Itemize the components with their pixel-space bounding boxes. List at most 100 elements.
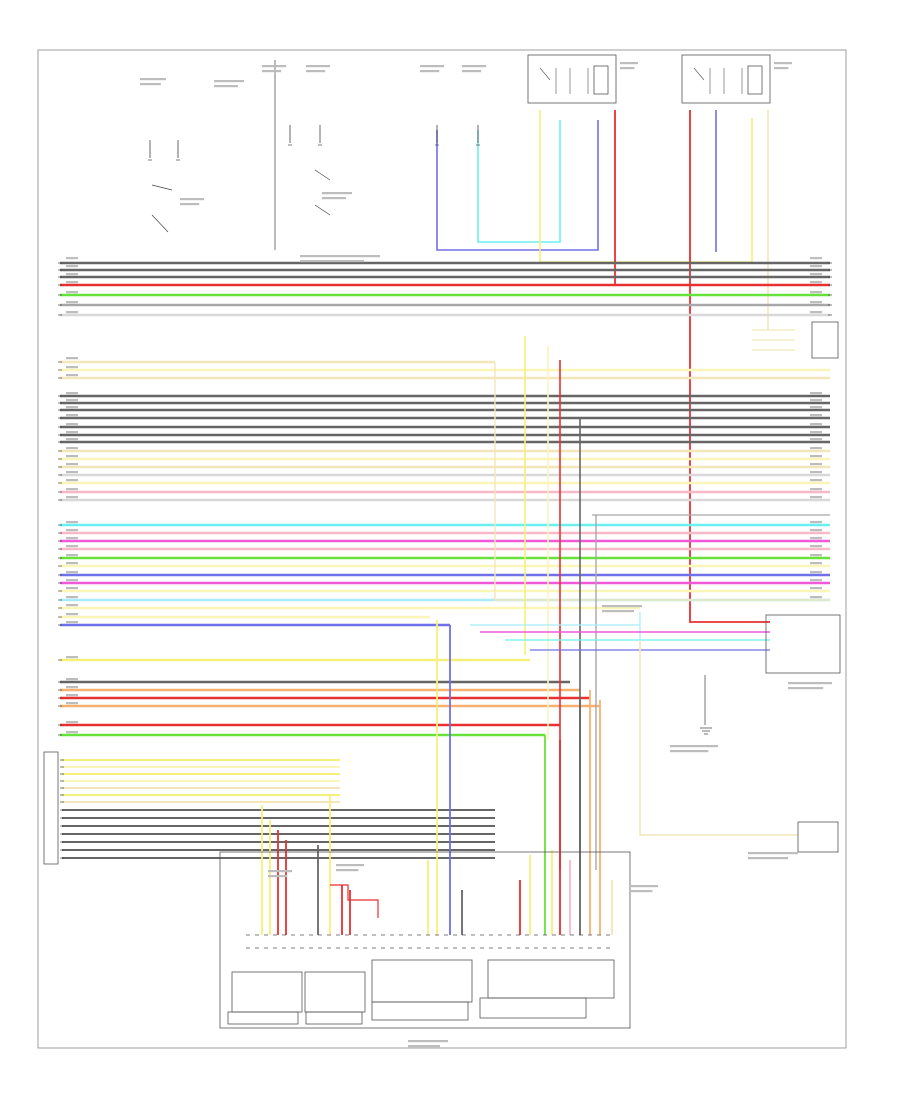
- wire-code-left: [66, 521, 78, 524]
- wire-code-left: [66, 311, 78, 314]
- wire-code-left: [66, 392, 78, 395]
- wire-code-right: [810, 521, 822, 524]
- wire-code-right: [810, 311, 822, 314]
- component-label: [300, 255, 380, 258]
- left-lower-connector: [43, 751, 59, 865]
- wire-code-left: [66, 414, 78, 417]
- component-label: [620, 62, 638, 65]
- bottom-sub-3: [371, 959, 473, 1003]
- relay-box-left: [527, 54, 617, 104]
- wire-code-left: [66, 455, 78, 458]
- wire-code-left: [66, 399, 78, 402]
- component-label: [774, 62, 792, 65]
- wire-code-right: [810, 463, 822, 466]
- wire-code-left: [66, 431, 78, 434]
- wire-code-left: [66, 291, 78, 294]
- component-label: [670, 750, 709, 753]
- wire-code-left: [66, 587, 78, 590]
- bottom-enclosure: [219, 851, 631, 1029]
- component-label: [748, 857, 788, 860]
- wire-code-right: [810, 479, 822, 482]
- bottom-module-3: [371, 1001, 469, 1021]
- component-label: [788, 687, 824, 690]
- wire-code-left: [66, 702, 78, 705]
- wire-code-left: [66, 562, 78, 565]
- relay-coil-left: [593, 65, 609, 95]
- wire-code-right: [810, 273, 822, 276]
- wire-code-right: [810, 399, 822, 402]
- wire-code-left: [66, 447, 78, 450]
- component-label: [262, 65, 286, 68]
- wire-code-left: [66, 281, 78, 284]
- component-label: [262, 70, 282, 73]
- wire-cream-loop: [494, 362, 830, 601]
- wire-code-left: [66, 496, 78, 499]
- component-label: [408, 1045, 440, 1048]
- wire-code-right: [810, 281, 822, 284]
- bottom-module-1: [227, 1011, 299, 1025]
- wire-code-right: [810, 423, 822, 426]
- relay-contacts-left: [539, 67, 589, 94]
- component-label: [630, 885, 658, 888]
- wire-code-right: [810, 579, 822, 582]
- sensor-unit-right: [797, 821, 839, 853]
- wire-code-right: [810, 265, 822, 268]
- component-label: [602, 610, 634, 613]
- component-label: [300, 260, 364, 263]
- bottom-sub-2: [304, 971, 366, 1013]
- control-module-right: [765, 614, 841, 674]
- wire-code-right: [810, 301, 822, 304]
- wire-blue-top: [436, 120, 599, 251]
- bottom-sub-1: [231, 971, 303, 1013]
- wire-code-right: [810, 545, 822, 548]
- bottom-module-2: [305, 1011, 363, 1025]
- component-label: [748, 852, 798, 855]
- wire-code-left: [66, 721, 78, 724]
- wire-code-right: [810, 291, 822, 294]
- component-label: [140, 83, 161, 86]
- component-label: [602, 605, 642, 608]
- component-label: [180, 203, 200, 206]
- component-label: [268, 875, 288, 878]
- wire-code-left: [66, 273, 78, 276]
- wire-code-right: [810, 471, 822, 474]
- component-label: [180, 198, 204, 201]
- wire-code-right: [810, 562, 822, 565]
- wire-code-left: [66, 406, 78, 409]
- wire-code-left: [66, 571, 78, 574]
- wire-code-left: [66, 265, 78, 268]
- wire-red-jumper: [330, 884, 379, 918]
- wire-code-right: [810, 496, 822, 499]
- wire-code-left: [66, 545, 78, 548]
- component-label: [336, 864, 364, 867]
- wire-code-left: [66, 731, 78, 734]
- wire-red-right: [689, 110, 770, 623]
- component-label: [620, 67, 635, 70]
- wire-cream-sensor: [639, 640, 798, 836]
- wire-code-left: [66, 678, 78, 681]
- switch-blade-left: [151, 184, 173, 233]
- wire-code-right: [810, 571, 822, 574]
- component-label: [268, 870, 292, 873]
- wire-code-left: [66, 438, 78, 441]
- wire-code-left: [66, 596, 78, 599]
- wire-code-right: [810, 587, 822, 590]
- wire-code-left: [66, 656, 78, 659]
- ground-symbol: [700, 727, 712, 735]
- wire-code-left: [66, 554, 78, 557]
- components: [43, 54, 841, 1029]
- component-label: [214, 85, 238, 88]
- wire-code-left: [66, 471, 78, 474]
- wire-code-left: [66, 613, 78, 616]
- component-label: [462, 65, 486, 68]
- wire-code-right: [810, 257, 822, 260]
- wire-yellow-top: [539, 110, 753, 263]
- component-label: [420, 65, 444, 68]
- wire-code-right: [810, 455, 822, 458]
- component-label: [214, 80, 244, 83]
- wire-code-left: [66, 301, 78, 304]
- bottom-module-4: [479, 997, 587, 1019]
- wire-code-left: [66, 423, 78, 426]
- component-label: [630, 890, 653, 893]
- switch-blade-mid: [314, 169, 331, 216]
